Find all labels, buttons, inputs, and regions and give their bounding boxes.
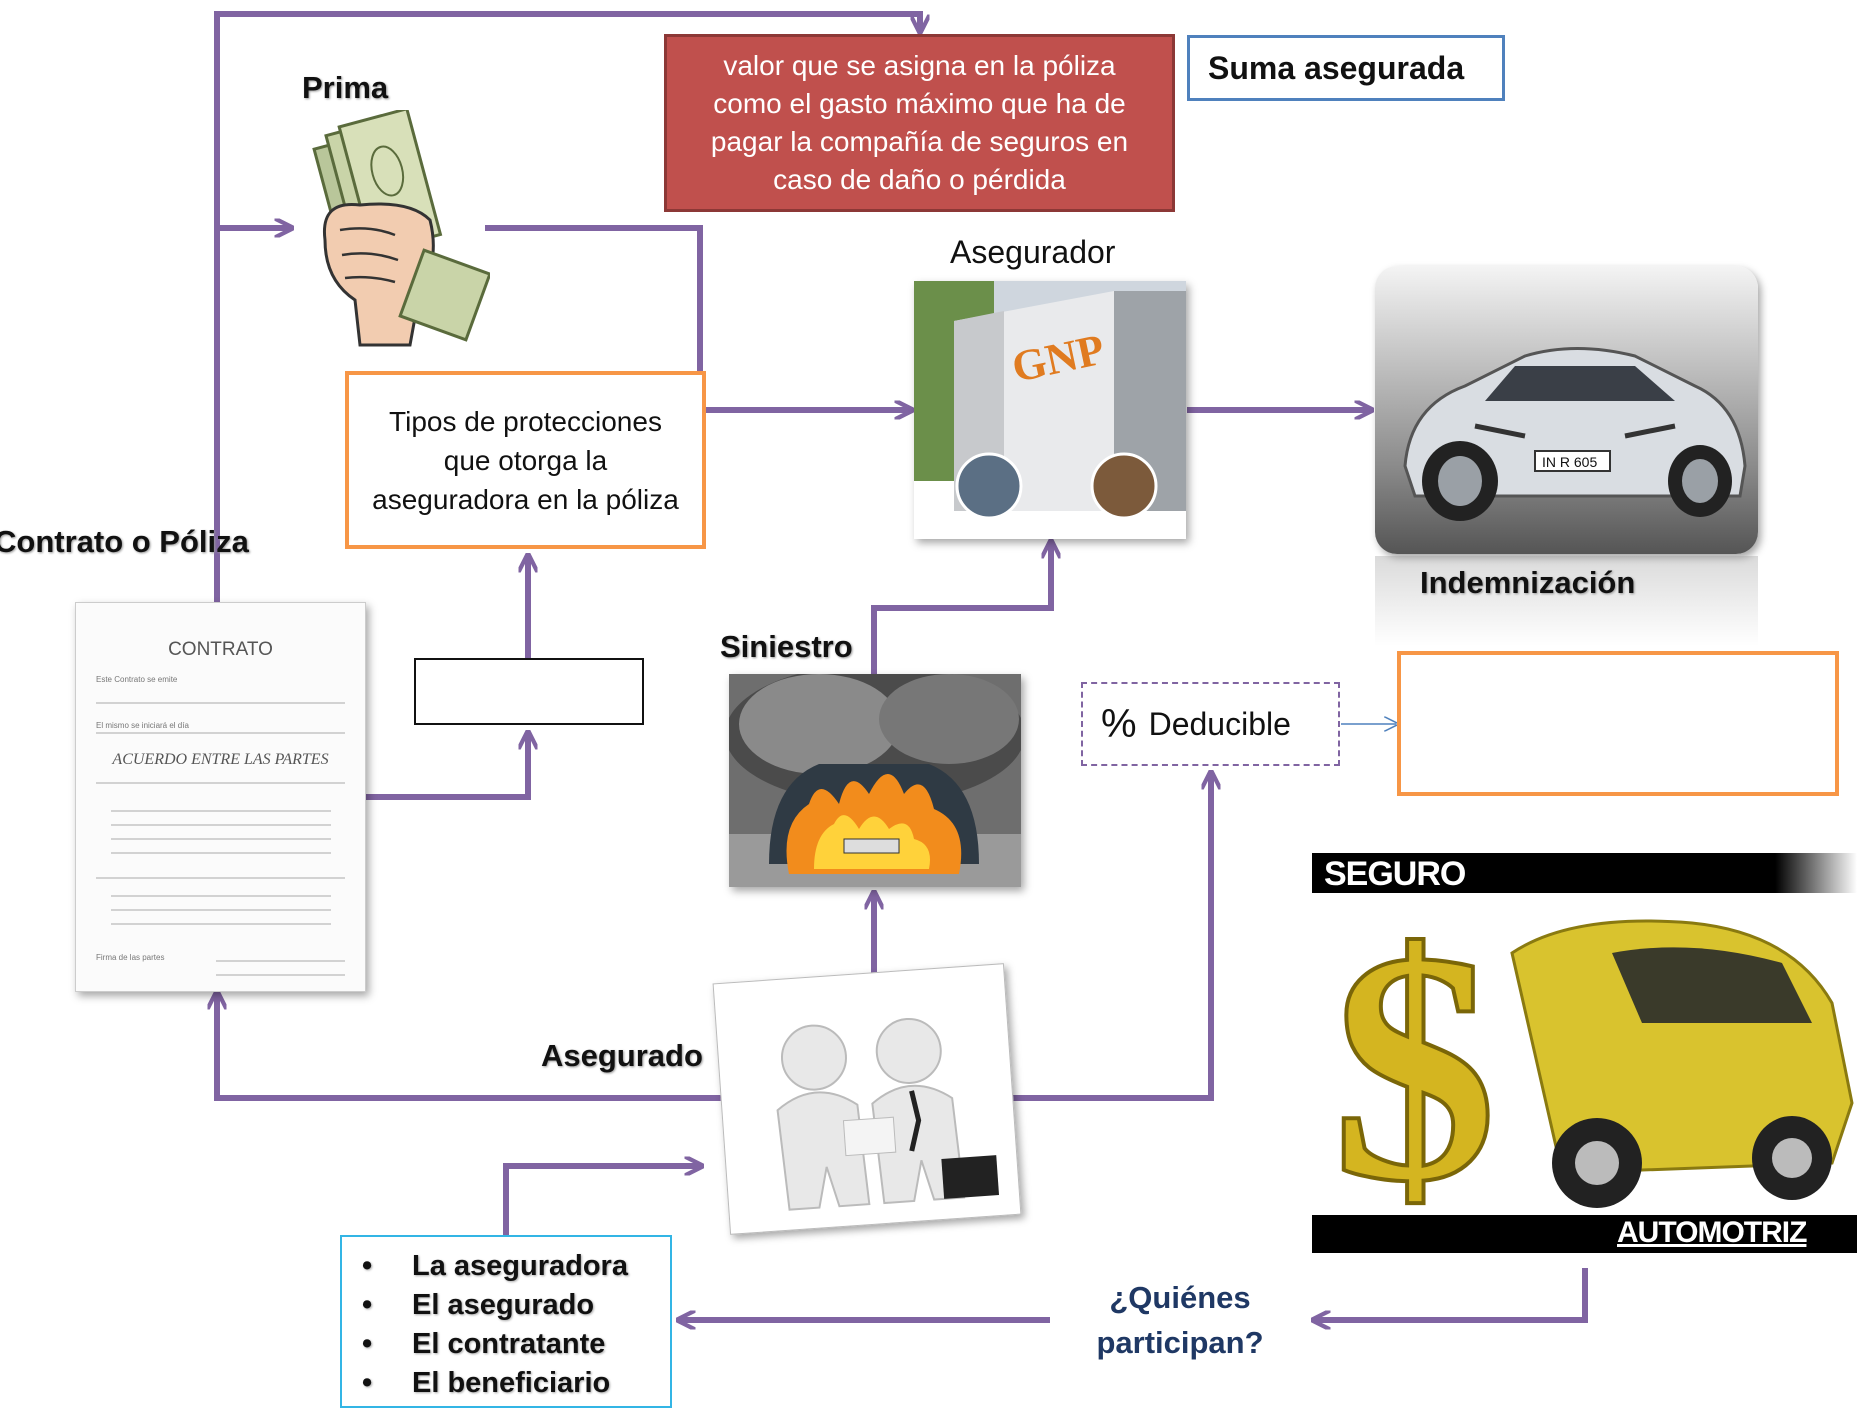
participants-list: •La aseguradora •El asegurado •El contra…: [342, 1247, 670, 1403]
contrato-label: Contrato o Póliza: [0, 524, 249, 559]
participant-label: El asegurado: [412, 1289, 595, 1321]
seguro-automotriz-image: SEGURO $ AUTOMOTRIZ: [1312, 853, 1857, 1253]
indemnizacion-label: Indemnización: [1420, 565, 1636, 600]
suma-asegurada-box: Suma asegurada: [1187, 35, 1505, 101]
handshake-figures-icon: [706, 958, 1036, 1238]
arrow-contrato-to-blank: [357, 734, 528, 800]
contract-heading: ACUERDO ENTRE LAS PARTES: [112, 751, 329, 768]
definition-box: valor que se asigna en la póliza como el…: [664, 34, 1175, 212]
burning-car-icon: [729, 674, 1021, 887]
svg-text:IN R 605: IN R 605: [1542, 454, 1597, 470]
prima-label: Prima: [302, 70, 389, 105]
contract-line2: El mismo se iniciará el día: [96, 721, 189, 730]
protecciones-box: Tipos de protecciones que otorga la aseg…: [345, 371, 706, 549]
participant-label: La aseguradora: [412, 1250, 628, 1282]
contract-document-icon: CONTRATO Este Contrato se emite El mismo…: [75, 602, 366, 992]
asegurador-label: Asegurador: [950, 234, 1116, 270]
contract-line1: Este Contrato se emite: [96, 675, 178, 684]
seguro-title: SEGURO: [1324, 855, 1466, 893]
svg-text:$: $: [1332, 893, 1497, 1213]
arrow-participants-to-asegurado: [503, 1166, 700, 1235]
deducible-detail-box: [1397, 651, 1839, 796]
participant-item: •La aseguradora: [362, 1250, 628, 1282]
participants-box: •La aseguradora •El asegurado •El contra…: [340, 1235, 672, 1408]
suma-asegurada-label: Suma asegurada: [1208, 49, 1465, 86]
definition-text: valor que se asigna en la póliza como el…: [710, 50, 1129, 195]
indemnizacion-reflection: [1375, 556, 1758, 646]
asegurado-label: Asegurado: [541, 1038, 703, 1073]
seguro-top-bar: [1312, 853, 1857, 893]
deducible-box: % Deducible: [1081, 682, 1340, 766]
contract-title: CONTRATO: [168, 639, 273, 660]
blank-box: [414, 658, 644, 725]
participant-label: El contratante: [412, 1328, 606, 1360]
participant-item: •El contratante: [362, 1328, 606, 1360]
protecciones-text: Tipos de protecciones que otorga la aseg…: [372, 405, 679, 515]
sports-car-icon: IN R 605: [1375, 266, 1758, 554]
deducible-label: Deducible: [1148, 705, 1291, 742]
money-fist-icon: [300, 107, 492, 350]
contract-footer: Firma de las partes: [96, 953, 165, 962]
arrow-asegurado-to-deducible: [1006, 774, 1211, 1101]
question-label: ¿Quiénes participan?: [1096, 1280, 1264, 1360]
arrow-siniestro-to-asegurador: [871, 543, 1051, 675]
participant-item: •El asegurado: [362, 1289, 595, 1321]
arrow-seguro-to-question: [1315, 1268, 1588, 1320]
participant-item: •El beneficiario: [362, 1367, 611, 1399]
participant-label: El beneficiario: [412, 1367, 611, 1399]
seguro-subtitle: AUTOMOTRIZ: [1617, 1216, 1807, 1249]
dollar-car-crash-icon: $: [1312, 883, 1857, 1252]
siniestro-label: Siniestro: [720, 629, 853, 664]
arrow-asegurado-to-contrato: [217, 994, 735, 1101]
seguro-bottom-bar: [1312, 1215, 1857, 1253]
percent-symbol: %: [1101, 701, 1137, 746]
arrow-contrato-to-suma: [214, 11, 920, 605]
building-icon: GNP: [914, 281, 1186, 539]
